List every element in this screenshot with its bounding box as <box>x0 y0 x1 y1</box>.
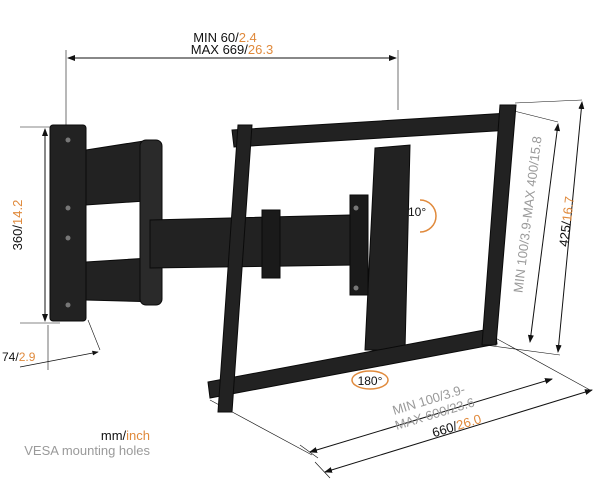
rotation-label: 180° <box>358 374 383 388</box>
middle-arm <box>149 214 361 269</box>
wall-plate <box>49 124 87 322</box>
bracket-height-label: 425/16.7 <box>556 195 577 247</box>
bottom-rail <box>207 327 498 399</box>
tilt-label: 10° <box>408 205 426 219</box>
center-plate <box>364 144 411 351</box>
top-rail <box>231 112 513 148</box>
right-vertical-rail <box>481 104 517 346</box>
arm-max-label: MAX 669/26.3 <box>191 42 273 57</box>
rotation-arrows <box>351 199 437 390</box>
wall-plate-height-label: 360/14.2 <box>10 200 25 251</box>
left-vertical-rail <box>217 124 253 413</box>
vesa-vertical-label: MIN 100/3.9-MAX 400/15.8 <box>510 135 544 293</box>
bracket-width-label: 660/26.0 <box>430 411 483 440</box>
dimension-lines <box>19 50 593 479</box>
wall-mount-illustration <box>49 104 517 413</box>
arm-min-label: MIN 60/2.4 <box>193 30 257 45</box>
vesa-legend: VESA mounting holes <box>24 443 150 458</box>
mounting-holes <box>65 137 359 308</box>
units-legend: mm/inch <box>101 428 150 443</box>
arm-clamp <box>261 209 281 279</box>
wall-plate-depth-label: 74/2.9 <box>2 350 36 364</box>
